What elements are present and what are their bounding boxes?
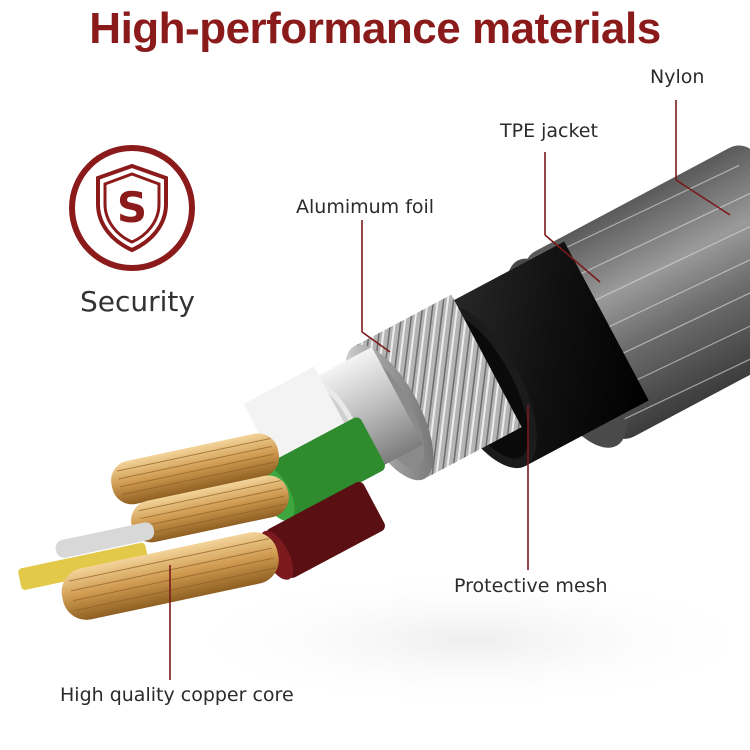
callout-nylon: Nylon: [650, 66, 705, 88]
security-badge: S: [69, 145, 195, 271]
cable-reflection: [170, 570, 750, 710]
leader-foil-diag: [361, 331, 391, 353]
callout-tpe-jacket: TPE jacket: [500, 120, 598, 142]
page-title: High-performance materials: [89, 4, 661, 53]
badge-ring: [69, 145, 195, 271]
callout-protective-mesh: Protective mesh: [454, 575, 608, 597]
callout-aluminum-foil: Alumimum foil: [296, 196, 435, 218]
security-label: Security: [80, 285, 195, 318]
leader-nylon-diag: [675, 179, 731, 216]
callout-copper-core: High quality copper core: [60, 684, 294, 706]
shield-s-icon: S: [96, 163, 168, 253]
copper-bundle-mid: [131, 475, 289, 543]
copper-bundle-top: [111, 433, 280, 505]
yellow-strand: [18, 542, 149, 590]
silver-strand: [55, 522, 155, 558]
leader-lines: [169, 100, 731, 680]
leader-tpe-diag: [544, 234, 601, 283]
svg-text:S: S: [117, 183, 147, 232]
